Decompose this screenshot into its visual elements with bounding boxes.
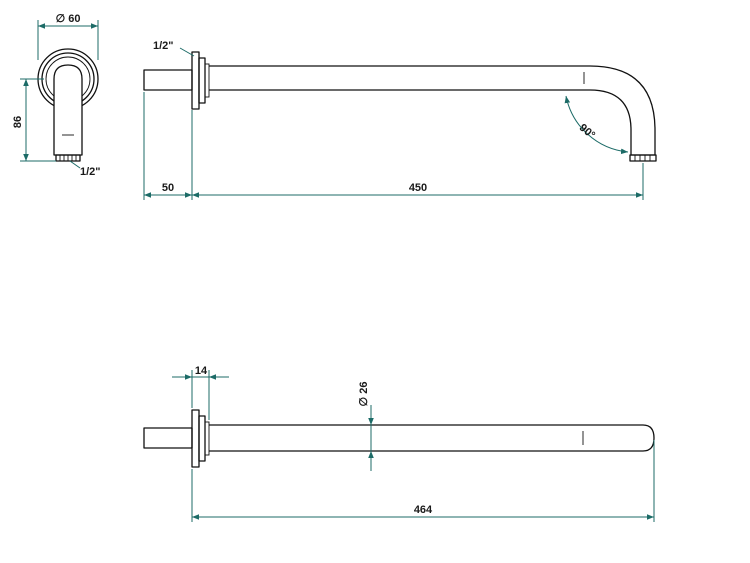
bottom-tube-diameter-label: ∅ 26 (358, 382, 370, 407)
top-arm-length-label: 450 (409, 182, 427, 194)
side-diameter-label: ∅ 60 (56, 13, 81, 25)
top-angle-label: 90° (577, 122, 597, 142)
bottom-total-length-label: 464 (414, 504, 433, 516)
top-view: 1/2" 90° 50 450 (143, 40, 657, 200)
bottom-view: 14 ∅ 26 464 (143, 365, 655, 522)
side-thread-label: 1/2" (80, 166, 101, 178)
side-view: ∅ 60 86 1/2" (12, 13, 101, 178)
bottom-flange-width-label: 14 (195, 365, 208, 377)
top-thread-label: 1/2" (153, 40, 174, 52)
top-inlet-length-label: 50 (162, 182, 174, 194)
side-height-label: 86 (12, 116, 24, 128)
